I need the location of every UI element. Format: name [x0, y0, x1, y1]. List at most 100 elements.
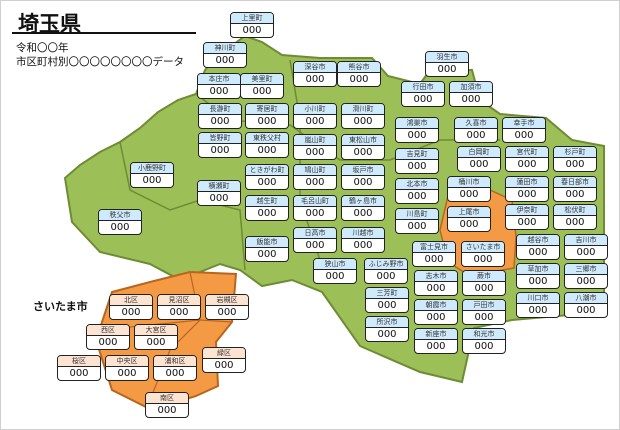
box-name-label: 松伏町: [554, 205, 596, 216]
box-name-label: 鶴ヶ島市: [342, 196, 384, 207]
box-name-label: 富士見市: [413, 242, 455, 253]
box-name-label: 深谷市: [294, 62, 336, 73]
box-name-label: 横瀬町: [198, 181, 240, 192]
box-name-label: 毛呂山町: [294, 196, 336, 207]
box-value: 000: [305, 74, 325, 85]
box-value: 000: [257, 249, 277, 260]
box-name-label: 西区: [87, 325, 129, 336]
box-value: 000: [576, 305, 596, 316]
box-name-label: 小川町: [294, 104, 336, 115]
box-name-label: 北区: [110, 295, 152, 306]
box-value: 000: [214, 360, 234, 371]
box-name-label: さいたま市: [462, 242, 504, 253]
box-value: 000: [305, 147, 325, 158]
box-value: 000: [257, 116, 277, 127]
box-value: 000: [469, 159, 489, 170]
box-value: 000: [528, 247, 548, 258]
box-name-label: 朝霞市: [415, 300, 457, 311]
box-value: 000: [407, 161, 427, 172]
box-name-label: 飯能市: [246, 237, 288, 248]
box-name-label: 鳩山町: [294, 165, 336, 176]
box-name-label: 白岡町: [458, 147, 500, 158]
box-name-label: 羽生市: [426, 52, 468, 63]
box-value: 000: [474, 283, 494, 294]
box-value: 000: [215, 55, 235, 66]
box-value: 000: [565, 217, 585, 228]
box-name-label: ときがわ町: [246, 165, 288, 176]
box-name-label: 南区: [146, 393, 188, 404]
box-value: 000: [305, 240, 325, 251]
box-name-label: 杉戸町: [554, 147, 596, 158]
box-value: 000: [377, 300, 397, 311]
box-value: 000: [353, 208, 373, 219]
box-value: 000: [565, 159, 585, 170]
box-name-label: 越谷市: [517, 235, 559, 246]
box-name-label: 蕨市: [463, 271, 505, 282]
box-name-label: 川口市: [517, 293, 559, 304]
box-value: 000: [121, 307, 141, 318]
box-name-label: 和光市: [463, 329, 505, 340]
box-value: 000: [349, 74, 369, 85]
box-value: 000: [305, 208, 325, 219]
box-value: 000: [169, 307, 189, 318]
box-name-label: 新座市: [415, 329, 457, 340]
box-name-label: 春日部市: [554, 177, 596, 188]
box-name-label: ふじみ野市: [365, 259, 407, 270]
box-name-label: 緑区: [203, 348, 245, 359]
box-value: 000: [257, 145, 277, 156]
box-value: 000: [252, 86, 272, 97]
box-value: 000: [353, 177, 373, 188]
box-name-label: 小鹿野町: [131, 163, 173, 174]
box-name-label: 狭山市: [314, 259, 356, 270]
box-value: 000: [576, 247, 596, 258]
box-name-label: 宮代町: [506, 147, 548, 158]
box-name-label: 本庄市: [198, 74, 240, 85]
box-value: 000: [98, 337, 118, 348]
box-name-label: 長瀞町: [199, 104, 241, 115]
box-name-label: 志木市: [415, 271, 457, 282]
box-value: 000: [117, 368, 137, 379]
box-name-label: 大宮区: [135, 325, 177, 336]
box-name-label: 坂戸市: [342, 165, 384, 176]
box-name-label: 所沢市: [366, 317, 408, 328]
title-underline: [12, 32, 196, 34]
box-name-label: 中央区: [106, 356, 148, 367]
box-name-label: 加須市: [450, 82, 492, 93]
box-name-label: 幸手市: [503, 118, 545, 129]
box-value: 000: [459, 189, 479, 200]
